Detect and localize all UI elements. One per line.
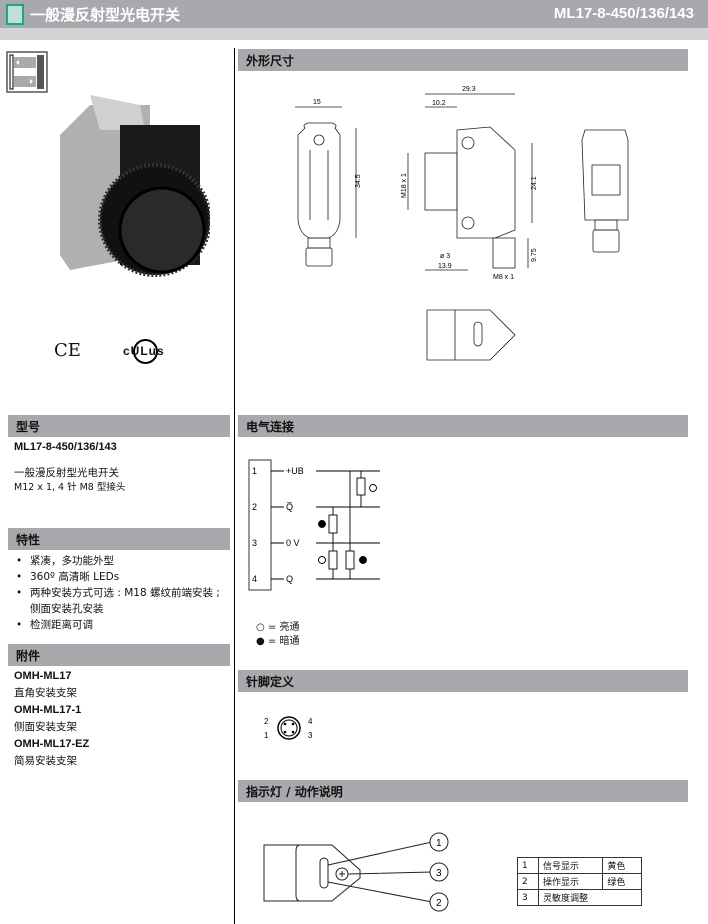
accessory-desc: 简易安装支架	[14, 755, 77, 767]
pin-label: 2	[264, 717, 269, 726]
feature-item: 360º 高清晰 LEDs	[14, 569, 228, 585]
cell: 3	[516, 889, 540, 906]
cell: 黄色	[602, 857, 642, 874]
section-type: 型号	[8, 415, 230, 437]
diffuse-mode-icon	[6, 51, 48, 93]
ul-ring-icon	[133, 339, 158, 364]
cell: 1	[516, 857, 540, 874]
dark-on-symbol: ●	[256, 636, 265, 647]
connector-pinout-icon: 2 4 1 3	[264, 716, 313, 740]
wiring-diagram: 1 2 3 4 +UB Q̅ 0 V Q	[248, 459, 380, 591]
header-strip	[0, 28, 708, 40]
pin-signal: Q	[286, 574, 293, 584]
type-connector: M12 x 1, 4 针 M8 型接头	[14, 482, 126, 493]
callout-number: 2	[436, 898, 442, 909]
callout-number: 1	[436, 838, 442, 849]
pin-number: 3	[252, 538, 257, 548]
callout-number: 3	[436, 868, 442, 879]
ul-mark: cULus	[120, 338, 180, 366]
cell: 2	[516, 873, 540, 890]
feature-item: 检测距离可调	[14, 617, 228, 633]
pin-label: 4	[308, 717, 313, 726]
pin-signal: 0 V	[286, 538, 300, 548]
dimension-drawing: 15 34.5 29.3 10.2 M18 x 1 24.1 ø 3 13.9 …	[295, 86, 629, 361]
cell: 操作显示	[538, 873, 604, 890]
legend-text: = 暗通	[267, 636, 300, 647]
dim-label: 9.75	[531, 248, 538, 262]
ce-mark: CE	[54, 340, 81, 361]
type-description: 一般漫反射型光电开关	[14, 467, 119, 479]
page-header: 一般漫反射型光电开关 ML17-8-450/136/143	[0, 0, 708, 28]
accessory-desc: 侧面安装支架	[14, 721, 77, 733]
model-number: ML17-8-450/136/143	[553, 5, 694, 22]
type-model: ML17-8-450/136/143	[14, 441, 117, 453]
cell: 绿色	[602, 873, 642, 890]
accessories-list: OMH-ML17 直角安装支架 OMH-ML17-1 侧面安装支架 OMH-ML…	[14, 668, 89, 770]
dim-label: 13.9	[438, 263, 452, 270]
accessory-name: OMH-ML17	[14, 670, 72, 682]
pin-signal: Q̅	[286, 502, 293, 512]
pin-number: 1	[252, 466, 257, 476]
cell: 信号显示	[538, 857, 604, 874]
legend-text: = 亮通	[267, 622, 300, 633]
feature-item: 两种安装方式可选 : M18 螺纹前端安装 ; 侧面安装孔安装	[14, 585, 228, 617]
dim-label: 10.2	[432, 100, 446, 107]
section-dimensions: 外形尺寸	[238, 49, 688, 71]
dim-label: 15	[313, 99, 321, 106]
brand-square-icon	[6, 4, 24, 25]
pin-number: 4	[252, 574, 257, 584]
page-title: 一般漫反射型光电开关	[30, 6, 181, 24]
section-features: 特性	[8, 528, 230, 550]
light-on-symbol: ○	[256, 622, 265, 633]
section-accessories: 附件	[8, 644, 230, 666]
cell: 灵敏度调整	[538, 889, 642, 906]
dim-label: 34.5	[355, 174, 362, 188]
features-list: 紧凑，多功能外型 360º 高清晰 LEDs 两种安装方式可选 : M18 螺纹…	[14, 553, 228, 633]
accessory-desc: 直角安装支架	[14, 687, 77, 699]
wiring-legend: ○ = 亮通 ● = 暗通	[256, 621, 299, 649]
product-photo	[60, 95, 210, 277]
indicator-drawing: 1 3 2	[263, 832, 449, 912]
section-electrical: 电气连接	[238, 415, 688, 437]
dim-label: ø 3	[440, 253, 450, 260]
dim-label: 29.3	[462, 86, 476, 93]
feature-item: 紧凑，多功能外型	[14, 553, 228, 569]
section-indicators: 指示灯 / 动作说明	[238, 780, 688, 802]
dim-label: M18 x 1	[401, 173, 408, 198]
ul-mark-text: cULus	[123, 344, 165, 358]
dim-label: 24.1	[531, 176, 538, 190]
pin-signal: +UB	[286, 466, 304, 476]
column-divider	[234, 48, 235, 924]
dim-label: M8 x 1	[493, 274, 514, 281]
pin-label: 1	[264, 731, 269, 740]
accessory-name: OMH-ML17-EZ	[14, 738, 90, 750]
pin-label: 3	[308, 731, 313, 740]
section-pinout: 针脚定义	[238, 670, 688, 692]
accessory-name: OMH-ML17-1	[14, 704, 82, 716]
pin-number: 2	[252, 502, 257, 512]
